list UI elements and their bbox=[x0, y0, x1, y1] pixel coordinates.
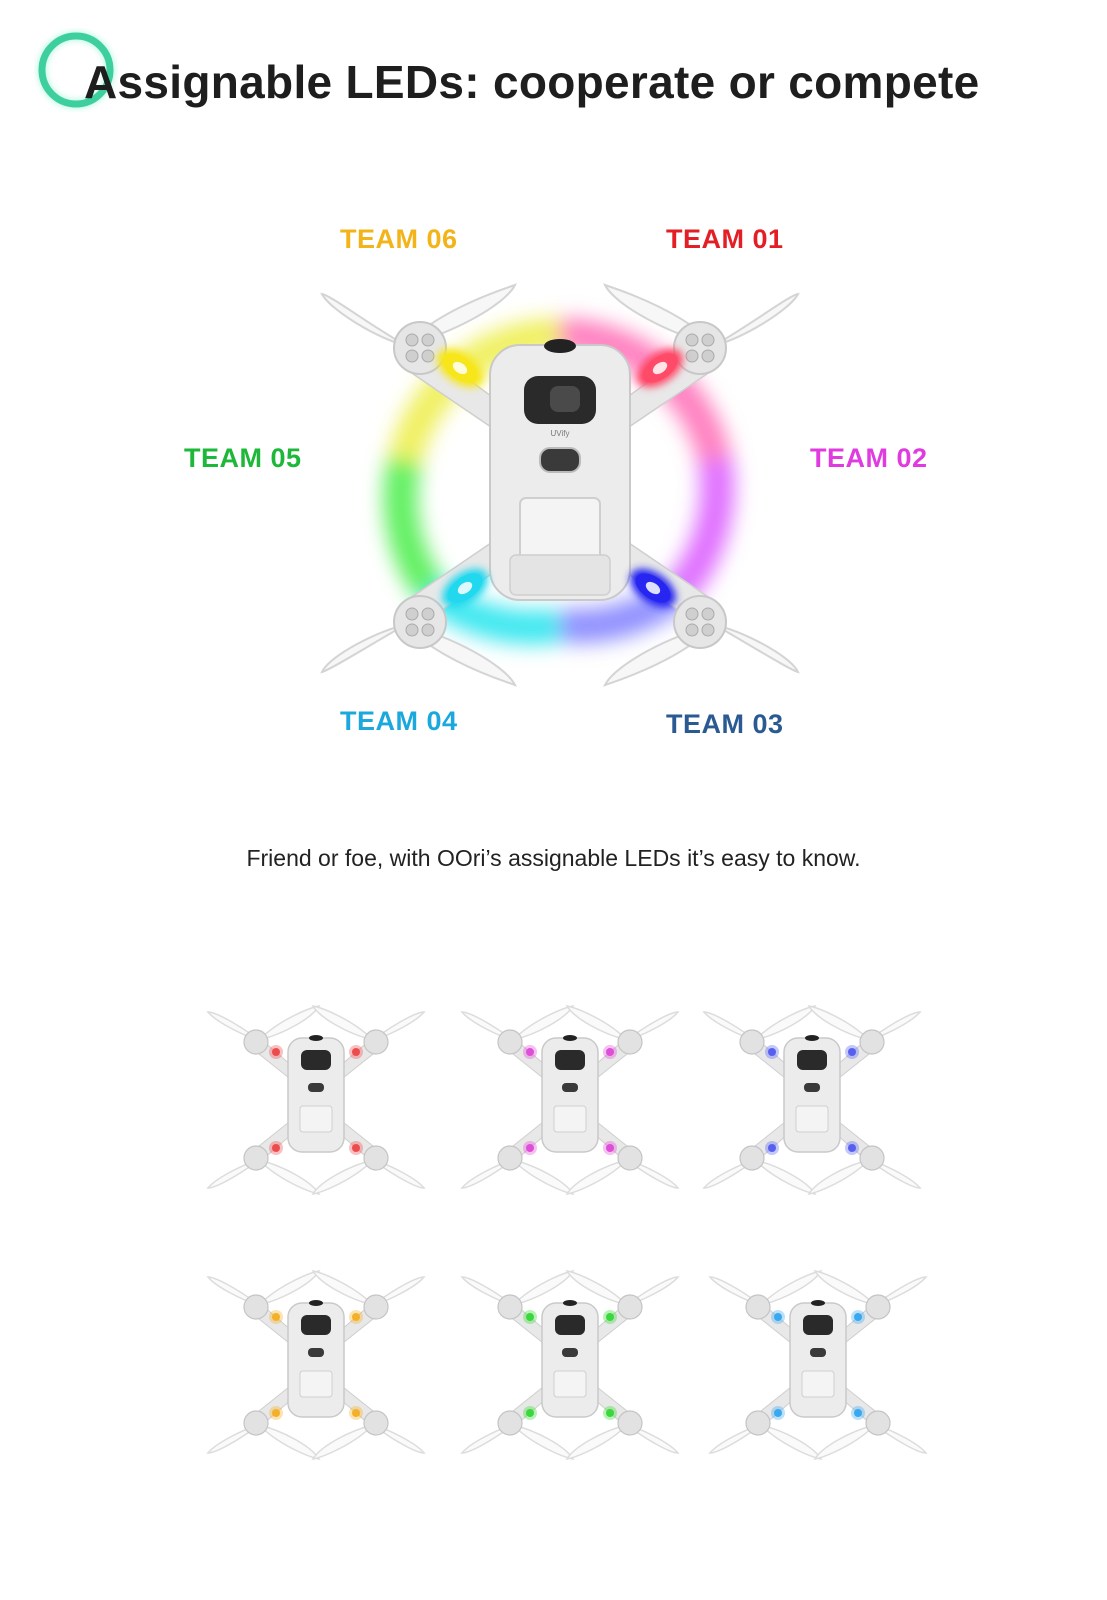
drone-illustration: UVify bbox=[320, 283, 800, 687]
team-06-label: TEAM 06 bbox=[340, 224, 458, 254]
team-04-label: TEAM 04 bbox=[340, 706, 458, 736]
team-drone-5 bbox=[458, 1265, 682, 1465]
team-02-label: TEAM 02 bbox=[810, 443, 928, 473]
led-front-left bbox=[437, 348, 483, 388]
motor-icon bbox=[393, 321, 727, 649]
team-03-label: TEAM 03 bbox=[666, 709, 784, 739]
led-rear-right bbox=[630, 568, 676, 608]
team-drone-6 bbox=[706, 1265, 930, 1465]
led-rear-left bbox=[442, 568, 488, 608]
team-drone-3 bbox=[700, 1000, 924, 1200]
page-title: Assignable LEDs: cooperate or compete bbox=[84, 56, 980, 108]
team-drone-4 bbox=[204, 1265, 428, 1465]
team-05-label: TEAM 05 bbox=[184, 443, 302, 473]
team-01-label: TEAM 01 bbox=[666, 224, 784, 254]
led-front-right bbox=[637, 348, 683, 388]
caption-text: Friend or foe, with OOri’s assignable LE… bbox=[246, 845, 861, 871]
team-drone-1 bbox=[204, 1000, 428, 1200]
ring-logo-icon bbox=[37, 31, 115, 109]
team-drone-2 bbox=[458, 1000, 682, 1200]
svg-text:UVify: UVify bbox=[551, 429, 570, 438]
